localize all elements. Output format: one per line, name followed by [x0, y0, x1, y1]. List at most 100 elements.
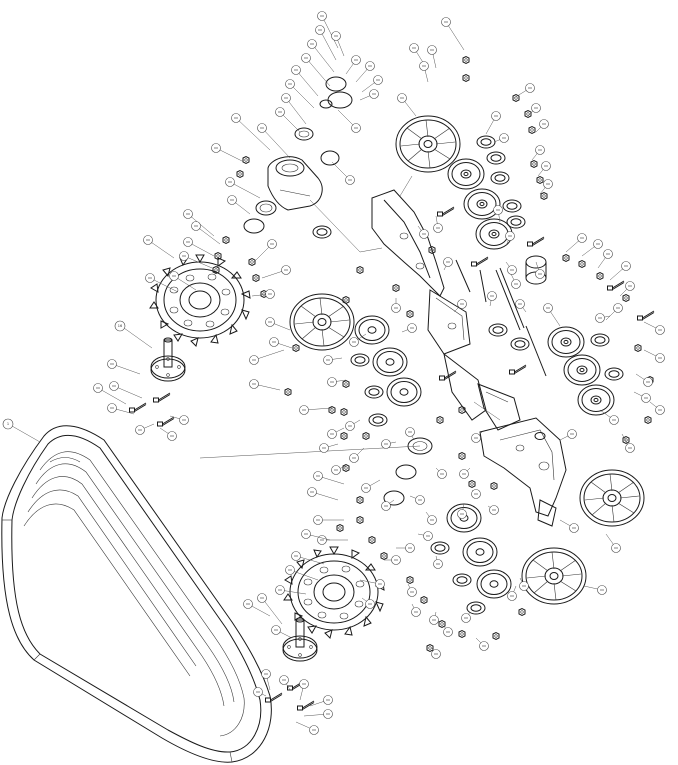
- part-callout: [431, 647, 441, 659]
- part-callout: [597, 249, 613, 269]
- seals-and-rings: [243, 76, 546, 506]
- part-callout: [391, 298, 401, 313]
- part-callout: [225, 177, 261, 199]
- part-callout: [443, 625, 453, 637]
- part-callout: [109, 381, 143, 399]
- part-callout: [183, 209, 215, 237]
- part-callout: [535, 119, 549, 133]
- part-callout: [307, 487, 339, 501]
- part-callout: [355, 61, 375, 83]
- part-callout: [381, 499, 395, 511]
- part-callout: [345, 55, 361, 75]
- part-callout: [405, 427, 415, 441]
- part-callout: [319, 443, 339, 453]
- part-callout: [285, 79, 315, 109]
- part-callout: [543, 303, 561, 327]
- part-callout: [621, 433, 635, 453]
- part-callout: [559, 519, 579, 533]
- part-callout: [301, 529, 331, 541]
- part-callout: [359, 579, 385, 589]
- part-callout: [291, 65, 319, 97]
- track-label: 1: [7, 422, 9, 426]
- part-callout: [143, 235, 175, 259]
- part-callout: [433, 215, 443, 233]
- part-callout: [261, 265, 291, 279]
- part-callout: [243, 599, 271, 617]
- part-callout: [643, 321, 665, 335]
- part-callout: [317, 535, 348, 545]
- part-callout: [513, 83, 535, 99]
- suspension-frame: [371, 189, 567, 527]
- part-callout: [327, 427, 345, 439]
- rubber-track: [1, 425, 272, 763]
- part-callout: [361, 597, 375, 609]
- part-callout: [359, 89, 379, 101]
- part-callout: [435, 467, 447, 479]
- part-callout: [271, 625, 293, 639]
- nuts: [212, 56, 654, 652]
- part-callout: [345, 419, 361, 431]
- part-callout: [461, 611, 471, 623]
- part-callout: [487, 291, 497, 307]
- part-callout: [257, 123, 291, 159]
- part-callout: [107, 403, 135, 415]
- disc-idlers: [354, 315, 512, 599]
- part-callout: [381, 439, 397, 449]
- part-callout: [397, 93, 417, 117]
- part-callout: [649, 401, 665, 415]
- part-callout: [643, 349, 665, 363]
- part-callout: [93, 383, 127, 405]
- part-callout: [609, 261, 631, 281]
- part-callout: [485, 111, 501, 135]
- part-callout: [396, 543, 415, 553]
- part-callout: [307, 39, 335, 73]
- part-callout: [299, 405, 333, 415]
- part-callout: [505, 261, 517, 275]
- part-callout: [275, 585, 307, 595]
- part-callout: [337, 109, 361, 133]
- part-callout: [493, 133, 509, 143]
- part-callout: [425, 511, 437, 525]
- upper-drive-sprocket: [149, 254, 251, 347]
- part-callout: [409, 43, 425, 65]
- shafts: [455, 259, 547, 377]
- part-callout: [135, 423, 155, 435]
- part-callout: [605, 533, 621, 553]
- part-callout: [459, 467, 471, 479]
- part-callout: [265, 317, 291, 331]
- part-callout: [493, 205, 503, 223]
- part-callout: [531, 145, 545, 161]
- part-callout: [253, 687, 267, 697]
- part-callout: [411, 603, 421, 617]
- part-callout: [191, 221, 221, 245]
- part-callout: [429, 611, 439, 625]
- part-callout: [384, 555, 401, 565]
- spring-canister: [525, 255, 547, 285]
- part-callout: [285, 565, 319, 581]
- part-callout: [535, 261, 545, 279]
- part-callout: [487, 505, 499, 515]
- part-callout: [317, 11, 339, 49]
- part-callout: [249, 379, 281, 391]
- part-callout: [595, 313, 611, 323]
- part-callout: [419, 61, 429, 83]
- lower-drive-sprocket: [283, 546, 385, 639]
- part-callout: [313, 515, 344, 525]
- part-callout: [619, 281, 635, 297]
- part-callout: [505, 231, 515, 247]
- part-callout: [261, 669, 271, 691]
- part-callout: [291, 551, 325, 565]
- part-callout: [227, 195, 251, 215]
- part-callout: [275, 107, 301, 133]
- part-callout: [443, 257, 453, 271]
- part-callout: [327, 377, 347, 387]
- part-callout: [251, 289, 275, 299]
- part-callout: [295, 721, 319, 735]
- part-callout: [407, 583, 417, 597]
- part-callout: [107, 359, 141, 375]
- bolts: [129, 206, 655, 711]
- track-callout: 1: [2, 418, 41, 443]
- hub-callout-label: 16: [118, 324, 122, 328]
- part-callout: [539, 179, 553, 195]
